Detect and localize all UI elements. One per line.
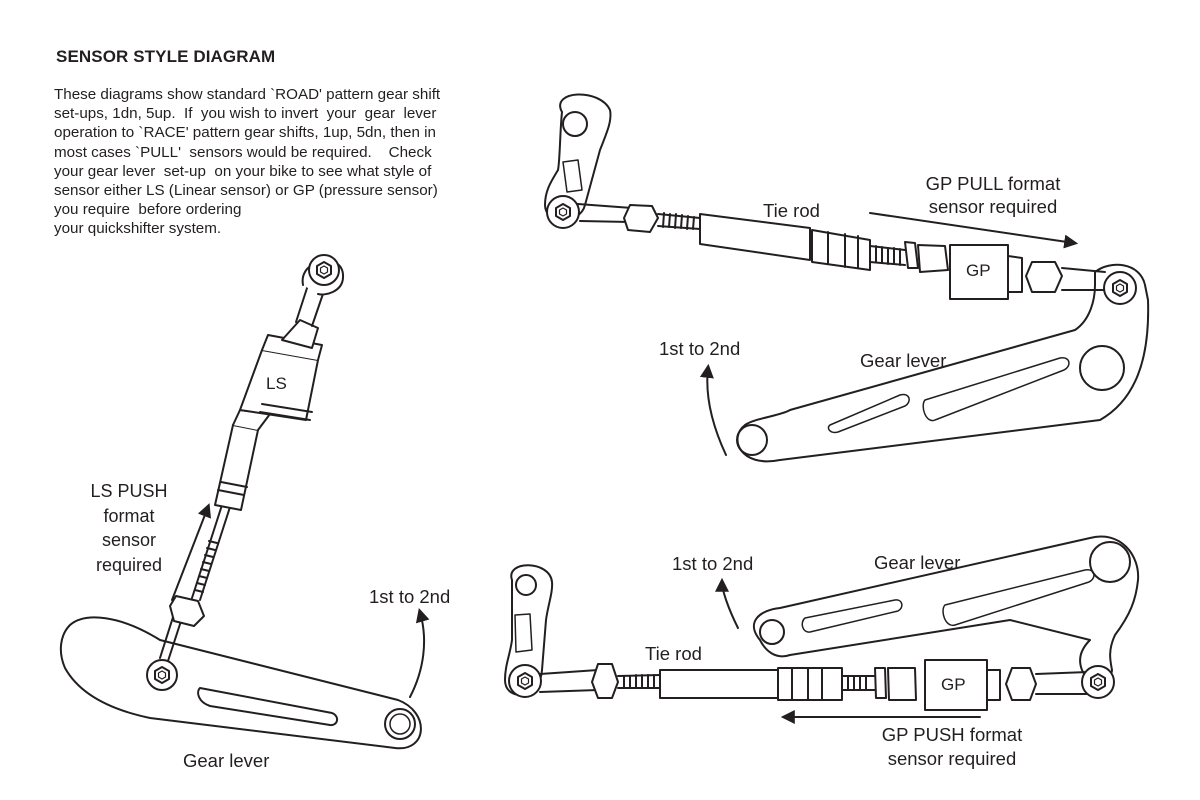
gp-pull-format-line: GP PULL format [925,173,1061,194]
gp-push-sensor-label: GP [941,675,966,694]
ls-threaded-rod [191,504,231,601]
intro-line: These diagrams show standard `ROAD' patt… [54,86,441,103]
gp-push-sensor-body [924,659,988,711]
gp-push-gear-lever-label: Gear lever [874,552,961,573]
gp-pull-format-label: GP PULL format sensor required [908,172,1078,218]
ls-gear-lever [59,616,422,750]
intro-line: you require before ordering [54,201,242,219]
gp-pull-format-line: sensor required [928,196,1058,217]
intro-line: your quickshifter system. [54,220,222,238]
ls-sensor-body [214,424,259,511]
diagram-title: SENSOR STYLE DIAGRAM [56,47,276,66]
ls-gear-lever-slot [197,687,338,727]
gp-pull-sensor-body [949,244,1009,300]
gp-pull-gear-lever [736,263,1150,463]
gp-pull-tie-rod-label: Tie rod [763,200,820,221]
gp-push-format-line: sensor required [887,748,1017,769]
ls-sensor-label: LS [266,374,287,393]
ls-format-line: LS PUSH [90,481,168,501]
intro-paragraph: These diagrams show standard `ROAD' patt… [54,85,504,239]
gp-push-upper-arm [504,564,554,696]
ls-gear-lever-label: Gear lever [183,750,270,771]
gp-pull-direction-label: 1st to 2nd [659,338,741,359]
gp-push-diagram [504,535,1140,724]
ls-direction-label: 1st to 2nd [369,586,451,607]
ls-format-line: required [95,554,163,575]
gp-push-tie-rod [659,669,779,699]
intro-line: operation to `RACE' pattern gear shifts,… [54,124,436,142]
gp-pull-gear-lever-label: Gear lever [860,350,947,371]
ls-push-format-label: LS PUSH format sensor required [76,479,182,577]
gp-push-direction-label: 1st to 2nd [672,553,754,574]
intro-line: most cases `PULL' sensors would be requi… [54,143,432,161]
intro-line: set-ups, 1dn, 5up. If you wish to invert… [54,105,437,123]
gp-push-format-line: GP PUSH format [881,724,1023,745]
gp-pull-sensor-label: GP [966,261,991,280]
gp-pull-tie-rod [699,213,811,261]
gp-push-gear-lever [752,535,1140,682]
ls-push-diagram [59,254,430,750]
gp-push-format-label: GP PUSH format sensor required [862,723,1042,771]
ls-format-line: format [103,505,155,526]
gp-pull-diagram [544,93,1150,463]
intro-line: sensor either LS (Linear sensor) or GP (… [54,182,438,200]
intro-line: your gear lever set-up on your bike to s… [54,162,432,180]
gp-push-tie-rod-label: Tie rod [645,643,702,664]
ls-format-line: sensor [101,530,157,550]
